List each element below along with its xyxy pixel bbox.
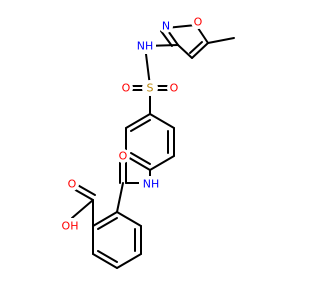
bond-cooh-c-oh [71,199,94,219]
bond-ph-4-inner [97,250,118,263]
bond-amide-c-ring [116,182,124,213]
svg-text:O: O [68,178,77,191]
structure-svg: N O NH S O O O NH [58,15,235,269]
ring-nitrogen-atom: N [159,19,173,33]
bond-ph-1 [116,211,142,227]
bond-ph-4 [92,253,118,269]
atom-labels: N O NH S O O O NH [58,15,205,234]
ring-oxygen-atom: O [191,15,205,29]
sulfur-atom: S [142,80,158,96]
bond-pb-1 [149,113,175,129]
bond-c3-n2-double [160,30,173,47]
bond-pb-6 [125,113,151,129]
svg-text:N: N [162,20,170,33]
amide-oxygen-atom: O [116,149,130,163]
bond-pb-4-inner [130,152,151,165]
bond-pb-4 [125,155,151,171]
svg-text:O: O [119,150,128,163]
bond-pb-6-inner [130,119,151,132]
svg-text:S: S [147,82,154,95]
bond-ph-3 [116,253,142,269]
molecule-canvas: N O NH S O O O NH [58,15,235,269]
bond-ph-6-inner [97,217,118,230]
bonds [71,24,235,269]
acid-hydroxyl-atom: OH [58,218,82,234]
bond-c5-methyl [207,37,235,44]
sulfonamide-nh-atom: NH [132,38,156,54]
svg-text:NH: NH [137,40,154,53]
amide-nh-atom: NH [139,176,163,192]
sulfonyl-oxygen-left-atom: O [119,81,133,95]
svg-text:O: O [194,16,203,29]
bond-ph-6 [92,211,118,227]
svg-text:O: O [170,82,179,95]
svg-text:NH: NH [143,178,160,191]
bond-c5-c4-double [189,41,203,54]
acid-carbonyl-oxygen-atom: O [65,177,79,191]
bond-c4-c3 [177,44,193,59]
bond-pb-3 [149,155,175,171]
bond-c5-c4 [191,42,209,59]
svg-text:OH: OH [62,220,79,233]
sulfonyl-oxygen-right-atom: O [167,81,181,95]
svg-text:O: O [122,82,131,95]
